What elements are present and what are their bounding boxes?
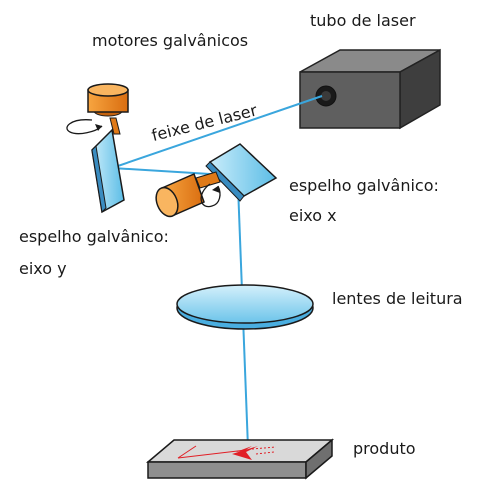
scan-lens xyxy=(176,284,314,330)
label-mirror-x-line1: espelho galvânico: xyxy=(289,176,439,195)
mirror-y xyxy=(91,128,125,214)
label-mirror-y-line1: espelho galvânico: xyxy=(19,227,169,246)
label-lens: lentes de leitura xyxy=(332,289,463,308)
laser-tube xyxy=(299,48,441,130)
label-laser-tube: tubo de laser xyxy=(310,11,416,30)
label-motors: motores galvânicos xyxy=(92,31,249,50)
laser-beam xyxy=(111,95,323,449)
label-product: produto xyxy=(353,439,416,458)
label-mirror-x-line2: eixo x xyxy=(289,206,337,225)
label-mirror-y-line2: eixo y xyxy=(19,259,67,278)
motor-y xyxy=(66,83,129,135)
motor-x xyxy=(155,171,221,218)
product-plate xyxy=(145,438,335,480)
